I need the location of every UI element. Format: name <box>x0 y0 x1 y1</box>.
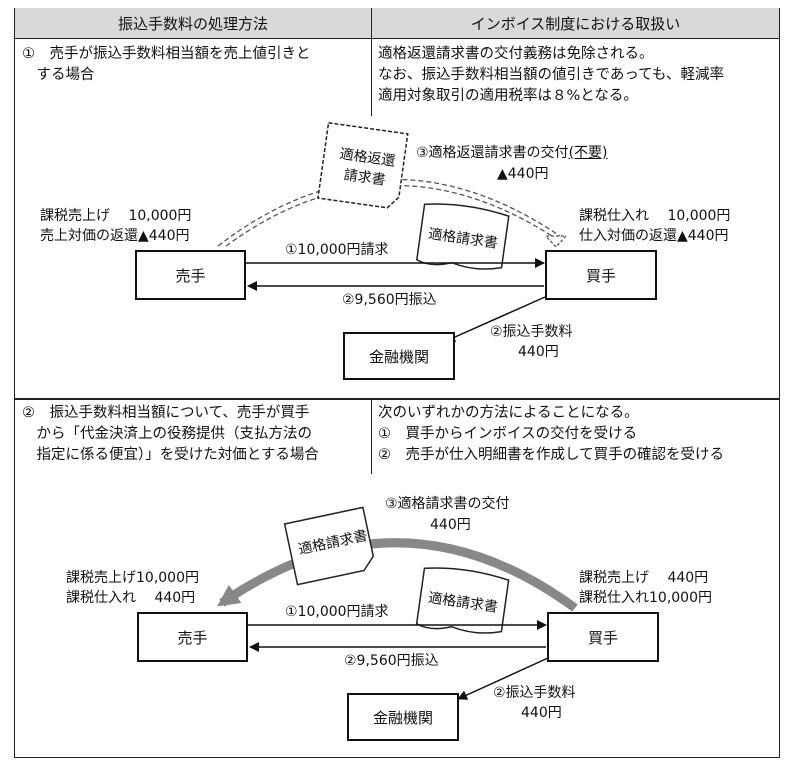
case1-step3-label: ③適格返還請求書の交付(不要) <box>416 143 608 163</box>
case1-invoice-doc <box>415 203 510 270</box>
header-left: 振込手数料の処理方法 <box>15 8 371 38</box>
case2-buyer-entries: 課税売上げ 440円 課税仕入れ10,000円 <box>579 570 712 606</box>
case2-step3-label: ③適格請求書の交付 <box>385 496 510 512</box>
case2-bank-box: 金融機関 <box>347 693 459 741</box>
case1-treatment-text: 適格返還請求書の交付義務は免除される。 なお、振込手数料相当額の値引きであっても… <box>378 46 724 104</box>
case1-step2-label: ②9,560円振込 <box>342 292 437 308</box>
case1-fee-label: ②振込手数料 440円 <box>490 324 573 360</box>
case2-step1-label: ①10,000円請求 <box>285 604 389 620</box>
case2-fee-label: ②振込手数料 440円 <box>493 685 576 721</box>
case1-seller-entries: 課税売上げ 10,000円 売上対価の返還▲440円 <box>40 208 192 244</box>
column-divider-bottom <box>371 398 372 474</box>
case1-step3-amount: ▲440円 <box>497 166 549 182</box>
case1-return-invoice-doc <box>317 121 409 209</box>
case1-seller-box: 売手 <box>135 250 246 300</box>
case2-invoice-doc <box>415 567 510 634</box>
case1-method-text: ① 売手が振込手数料相当額を売上値引きと する場合 <box>22 46 311 83</box>
case1-buyer-entries: 課税仕入れ 10,000円 仕入対価の返還▲440円 <box>579 208 731 244</box>
case1-bank-box: 金融機関 <box>343 332 455 380</box>
case2-treatment-text: 次のいずれかの方法によることになる。 ① 買手からインボイスの交付を受ける ② … <box>378 405 725 463</box>
case2-seller-entries: 課税売上げ10,000円 課税仕入れ 440円 <box>66 570 199 606</box>
case2-step3-amount: 440円 <box>430 517 471 533</box>
header-right: インボイス制度における取扱い <box>372 8 779 38</box>
case1-return-invoice-label: 適格返還 請求書 <box>338 146 397 189</box>
case2-method-text: ② 振込手数料相当額について、売手が買手 から「代金決済上の役務提供（支払方法の… <box>22 405 319 463</box>
case2-seller-box: 売手 <box>137 612 248 662</box>
column-divider-top <box>371 8 372 116</box>
case2-invoice-doc-top <box>283 506 375 586</box>
case1-step3-note: (不要) <box>568 145 608 161</box>
header-divider <box>14 38 780 39</box>
section-divider <box>14 398 780 400</box>
case2-buyer-box: 買手 <box>547 612 659 662</box>
case2-step2-label: ②9,560円振込 <box>344 653 439 669</box>
case1-return-arc-head <box>544 235 568 248</box>
case1-step3-text: ③適格返還請求書の交付 <box>416 145 569 161</box>
case2-fee-arrow <box>457 657 549 700</box>
case2-invoice-arc <box>217 538 578 612</box>
case1-step1-label: ①10,000円請求 <box>285 242 389 258</box>
case1-fee-arrow <box>445 296 546 342</box>
case1-buyer-box: 買手 <box>545 250 657 300</box>
